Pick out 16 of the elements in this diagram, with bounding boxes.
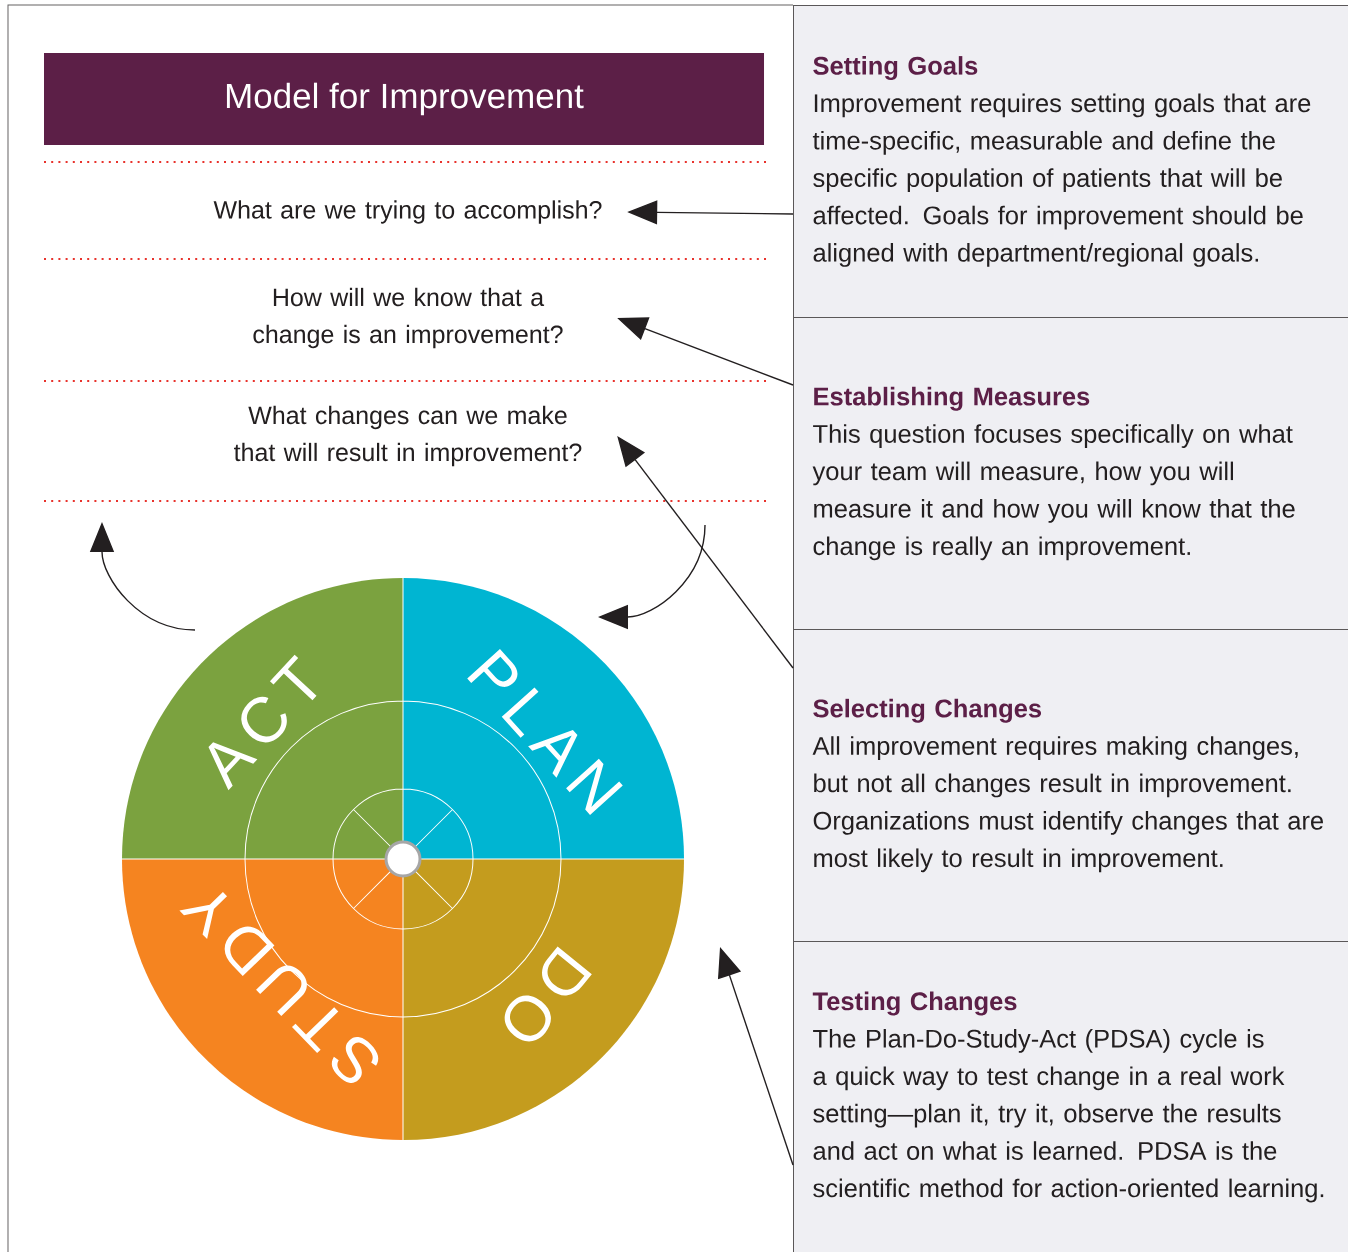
node-label: Setting Goals [813,56,978,80]
arrow [617,436,794,669]
question-text: What are we trying to accomplish? [213,200,602,224]
question-text: What changes can we make that will result in improvement? [234,405,582,467]
cycle-quadrant: DO [403,859,684,1140]
node-label: Selecting Changes [813,698,1042,723]
node-label: Improvement requires setting goals that are time-specific, measurable and define the specific population of patients that will be affected. Goals for improvement should be aligned with department/regional goals. [812,93,1311,267]
description-panel: Testing Changes The Plan-Do-Study-Act (PDSA) cycle is a quick way to test change in a real work setting—plan it, try it, observe the results and act on what is learned. PDSA is the scientific method for action-oriented learning. [793,941,1348,1252]
node-label: Establishing Measures [814,386,1090,411]
description-panel: Selecting Changes All improvement requires making changes, but not all changes result in improvement. Organizations must identify changes that are most likely to result in improvement. [793,629,1348,942]
node-label: This question focuses specifically on what your team will measure, how you will measure it and how you will know that the change is really an improvement. [812,424,1295,561]
question-text: How will we know that a change is an improvement? [253,287,563,349]
title-banner: Model for Improvement [44,53,764,145]
description-panel: Establishing Measures This question focuses specifically on what your team will measure, how you will measure it and how you will know that the change is really an improvement. [793,317,1348,630]
node-label: All improvement requires making changes, but not all changes result in improvement. Organizations must identify changes that are most likely to result in improvement. [812,736,1323,873]
description-panel: Setting Goals Improvement requires setting goals that are time-specific, measurable and define the specific population of patients that will be affected. Goals for improvement should be aligned with department/regional goals. [793,5,1348,318]
